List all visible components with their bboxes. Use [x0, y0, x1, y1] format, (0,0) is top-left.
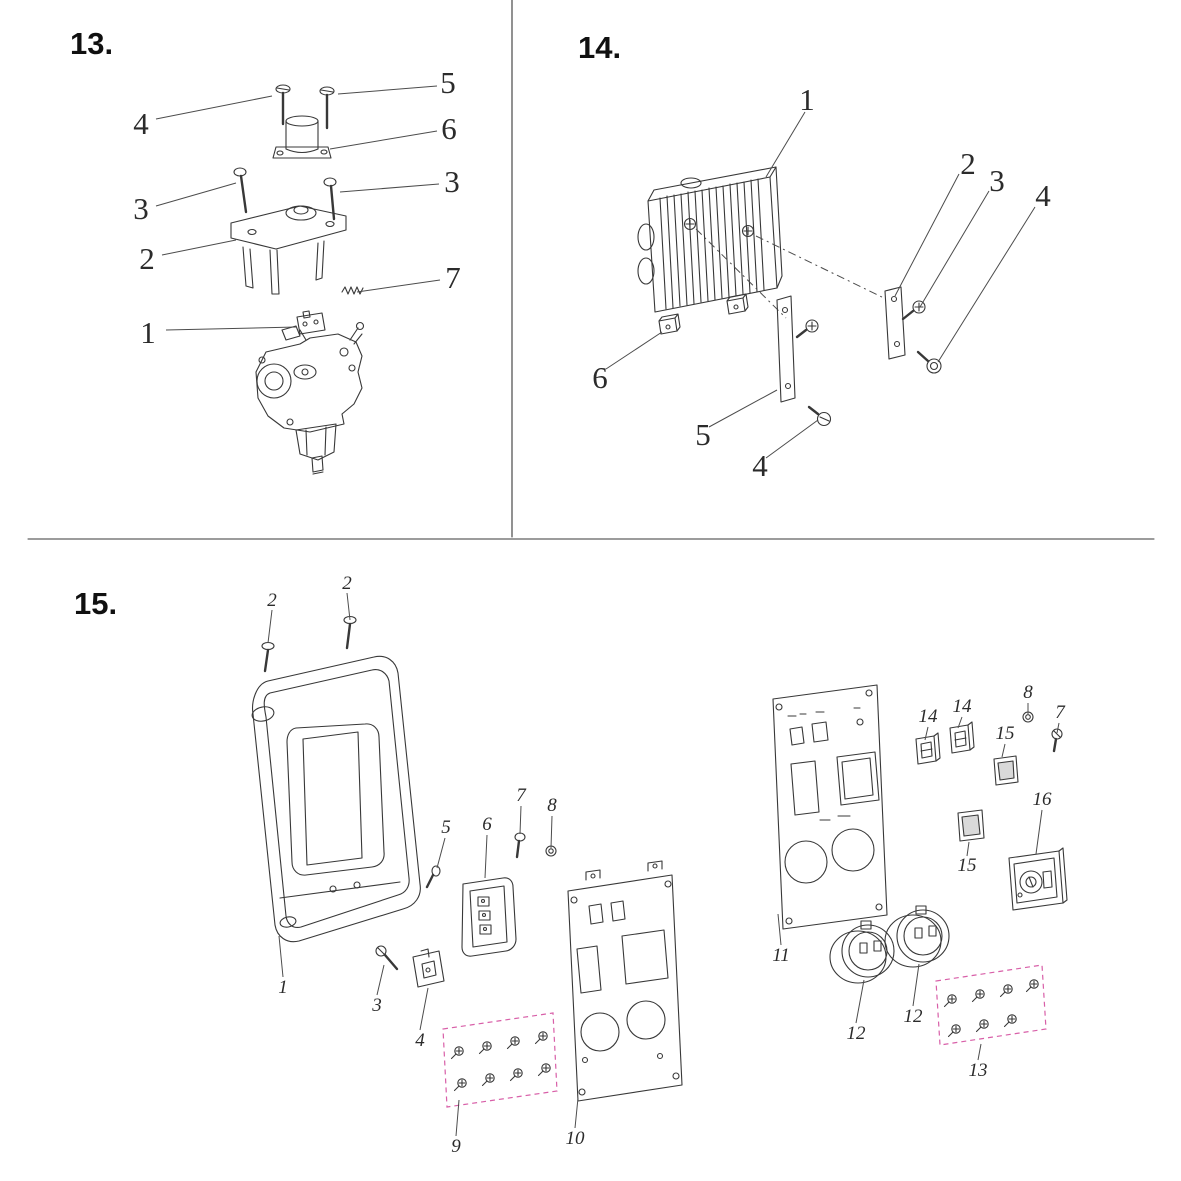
- mount-block-icon: [658, 293, 749, 335]
- callout-part-number: 8: [1023, 682, 1033, 703]
- callout-part-number: 14: [918, 706, 938, 727]
- callout-part-number: 5: [441, 817, 451, 838]
- callout-part-number: 7: [1055, 702, 1065, 723]
- callout-part-number: 11: [772, 945, 790, 966]
- callout-part-number: 14: [952, 696, 972, 717]
- callout-part-number: 3: [989, 163, 1005, 198]
- screw-icon: [514, 832, 557, 859]
- screw-icon: [275, 84, 335, 130]
- callout-part-number: 4: [133, 106, 149, 141]
- screw-set-icon: [943, 979, 1039, 1038]
- diagram-13-carburetor: [155, 84, 441, 475]
- connector-icon: [461, 877, 517, 957]
- screw-set-icon: [450, 1031, 551, 1092]
- insulator-plate-icon: [230, 205, 347, 295]
- screw-icon: [375, 945, 399, 971]
- callout-part-number: 13: [968, 1060, 988, 1081]
- callout-part-number: 2: [267, 590, 277, 611]
- leader-lines-15: [267, 592, 1060, 1137]
- callout-part-number: 7: [516, 785, 526, 806]
- callout-part-number: 5: [695, 417, 711, 452]
- diagram-15-control-panel: [251, 592, 1068, 1137]
- spring-icon: [341, 286, 364, 295]
- callout-part-number: 15: [995, 723, 1015, 744]
- strip-bracket-icon: [776, 295, 832, 427]
- callout-part-number: 6: [592, 360, 608, 395]
- callout-part-number: 16: [1032, 789, 1052, 810]
- callout-part-number: 4: [752, 448, 768, 483]
- screw-icon: [233, 167, 337, 221]
- leader-lines-14: [605, 111, 1036, 459]
- socket-icon: [829, 905, 950, 984]
- panel-plate-icon: [772, 684, 888, 930]
- callout-part-number: 8: [547, 795, 557, 816]
- callout-part-number: 1: [140, 315, 156, 350]
- callout-part-number: 2: [960, 146, 976, 181]
- cover-cap-icon: [957, 755, 1019, 842]
- callout-part-number: 7: [445, 260, 461, 295]
- screw-set-box-icon: [935, 964, 1047, 1046]
- callout-part-number: 15: [957, 855, 977, 876]
- callout-part-number: 4: [415, 1030, 425, 1051]
- key-switch-icon: [1008, 847, 1068, 911]
- diagram-14-regulator: [605, 111, 1036, 459]
- callout-part-number: 12: [903, 1006, 923, 1027]
- switch-icon: [296, 310, 326, 335]
- alignment-lines: [695, 228, 885, 319]
- switch-block-icon: [412, 948, 445, 988]
- callout-part-number: 6: [441, 111, 457, 146]
- callout-part-number: 1: [278, 977, 288, 998]
- callout-part-number: 6: [482, 814, 492, 835]
- section-15-title: 15.: [74, 586, 118, 621]
- callout-part-number: 3: [133, 191, 149, 226]
- callout-part-number: 5: [440, 65, 456, 100]
- rocker-switch-icon: [915, 721, 975, 765]
- pump-cup-icon: [272, 115, 332, 159]
- panel-plate-icon: [567, 860, 683, 1102]
- section-13-title: 13.: [70, 26, 114, 61]
- heatsink-icon: [637, 166, 783, 313]
- callout-part-number: 10: [565, 1128, 585, 1149]
- screw-set-box-icon: [442, 1012, 558, 1108]
- bracket-icon: [884, 286, 942, 374]
- screw-icon: [425, 865, 441, 889]
- section-dividers: [27, 0, 1155, 540]
- callout-part-number: 2: [139, 241, 155, 276]
- callout-part-number: 3: [444, 164, 460, 199]
- carburetor-body-icon: [255, 321, 365, 475]
- callout-part-number: 4: [1035, 178, 1051, 213]
- callout-part-number: 2: [342, 573, 352, 594]
- section-14-title: 14.: [578, 30, 622, 65]
- panel-frame-icon: [251, 655, 421, 943]
- leader-lines-13: [155, 85, 441, 331]
- callout-part-number: 1: [799, 82, 815, 117]
- callout-part-number: 3: [372, 995, 382, 1016]
- callout-part-number: 9: [451, 1136, 461, 1157]
- callout-part-number: 12: [846, 1023, 866, 1044]
- screw-icon: [261, 615, 357, 673]
